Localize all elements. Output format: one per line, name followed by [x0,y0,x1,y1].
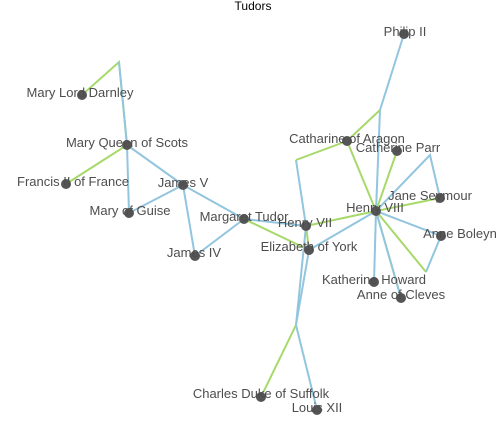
marriage-edge [346,109,381,142]
node-darnley[interactable] [77,90,87,100]
parent-edge [128,184,184,214]
node-mqs[interactable] [122,140,132,150]
node-label-boleyn: Anne Boleyn [423,226,497,241]
node-henry7[interactable] [301,221,311,231]
node-seymour[interactable] [435,193,445,203]
parent-edge [375,210,402,299]
node-henry8[interactable] [371,206,381,216]
node-label-parr: Catherine Parr [356,140,441,155]
node-label-howard: Katherine Howard [322,272,426,287]
parent-edge [243,218,307,227]
parent-edge [118,61,128,146]
node-boleyn[interactable] [436,231,446,241]
node-label-louis12: Louis XII [292,400,343,415]
graph-title: Tudors [235,0,272,13]
node-label-seymour: Jane Seymour [388,188,472,203]
parent-edge [182,184,245,220]
node-mguise[interactable] [124,208,134,218]
marriage-edge [260,324,297,398]
node-label-james4: James IV [167,245,222,260]
parent-edge [308,210,377,251]
node-margaret[interactable] [239,214,249,224]
node-label-darnley: Mary Lord Darnley [27,85,134,100]
node-label-margaret: Margaret Tudor [200,209,290,224]
marriage-edge [243,218,310,251]
node-suffolk[interactable] [256,392,266,402]
node-cleves[interactable] [396,293,406,303]
node-howard[interactable] [369,277,379,287]
node-catharine[interactable] [342,136,352,146]
node-label-cleves: Anne of Cleves [357,287,446,302]
marriage-edge [305,210,377,227]
node-label-james5: James V [158,175,209,190]
marriage-edge [375,197,441,212]
node-label-philip2: Philip II [384,24,427,39]
parent-edge [373,210,377,283]
marriage-edge [375,150,398,212]
marriage-edge [295,140,348,161]
marriage-edge [346,140,377,212]
node-label-suffolk: Charles Duke of Suffolk [193,386,330,401]
parent-edge [375,152,441,212]
parent-edge [126,144,130,214]
node-label-francis2: Francis II of France [17,174,129,189]
node-label-henry8: Henry VIII [346,200,404,215]
nodes-layer [61,29,446,415]
parent-edge [295,249,310,326]
parent-edge [182,184,196,257]
marriage-edge [65,144,128,185]
node-james5[interactable] [178,180,188,190]
node-label-elizabeth: Elizabeth of York [261,239,358,254]
parent-edge [194,218,245,257]
marriage-edge [375,210,427,273]
node-james4[interactable] [190,251,200,261]
node-label-mqs: Mary Queen of Scots [66,135,189,150]
node-parr[interactable] [392,146,402,156]
node-francis2[interactable] [61,179,71,189]
node-label-henry7: Henry VII [278,215,332,230]
parent-edge [126,144,184,186]
parent-edge [295,324,318,411]
parent-edge [375,33,405,212]
node-label-catharine: Catharine of Aragon [289,131,405,146]
node-label-mguise: Mary of Guise [90,203,171,218]
node-philip2[interactable] [399,29,409,39]
node-louis12[interactable] [312,405,322,415]
node-elizabeth[interactable] [304,245,314,255]
